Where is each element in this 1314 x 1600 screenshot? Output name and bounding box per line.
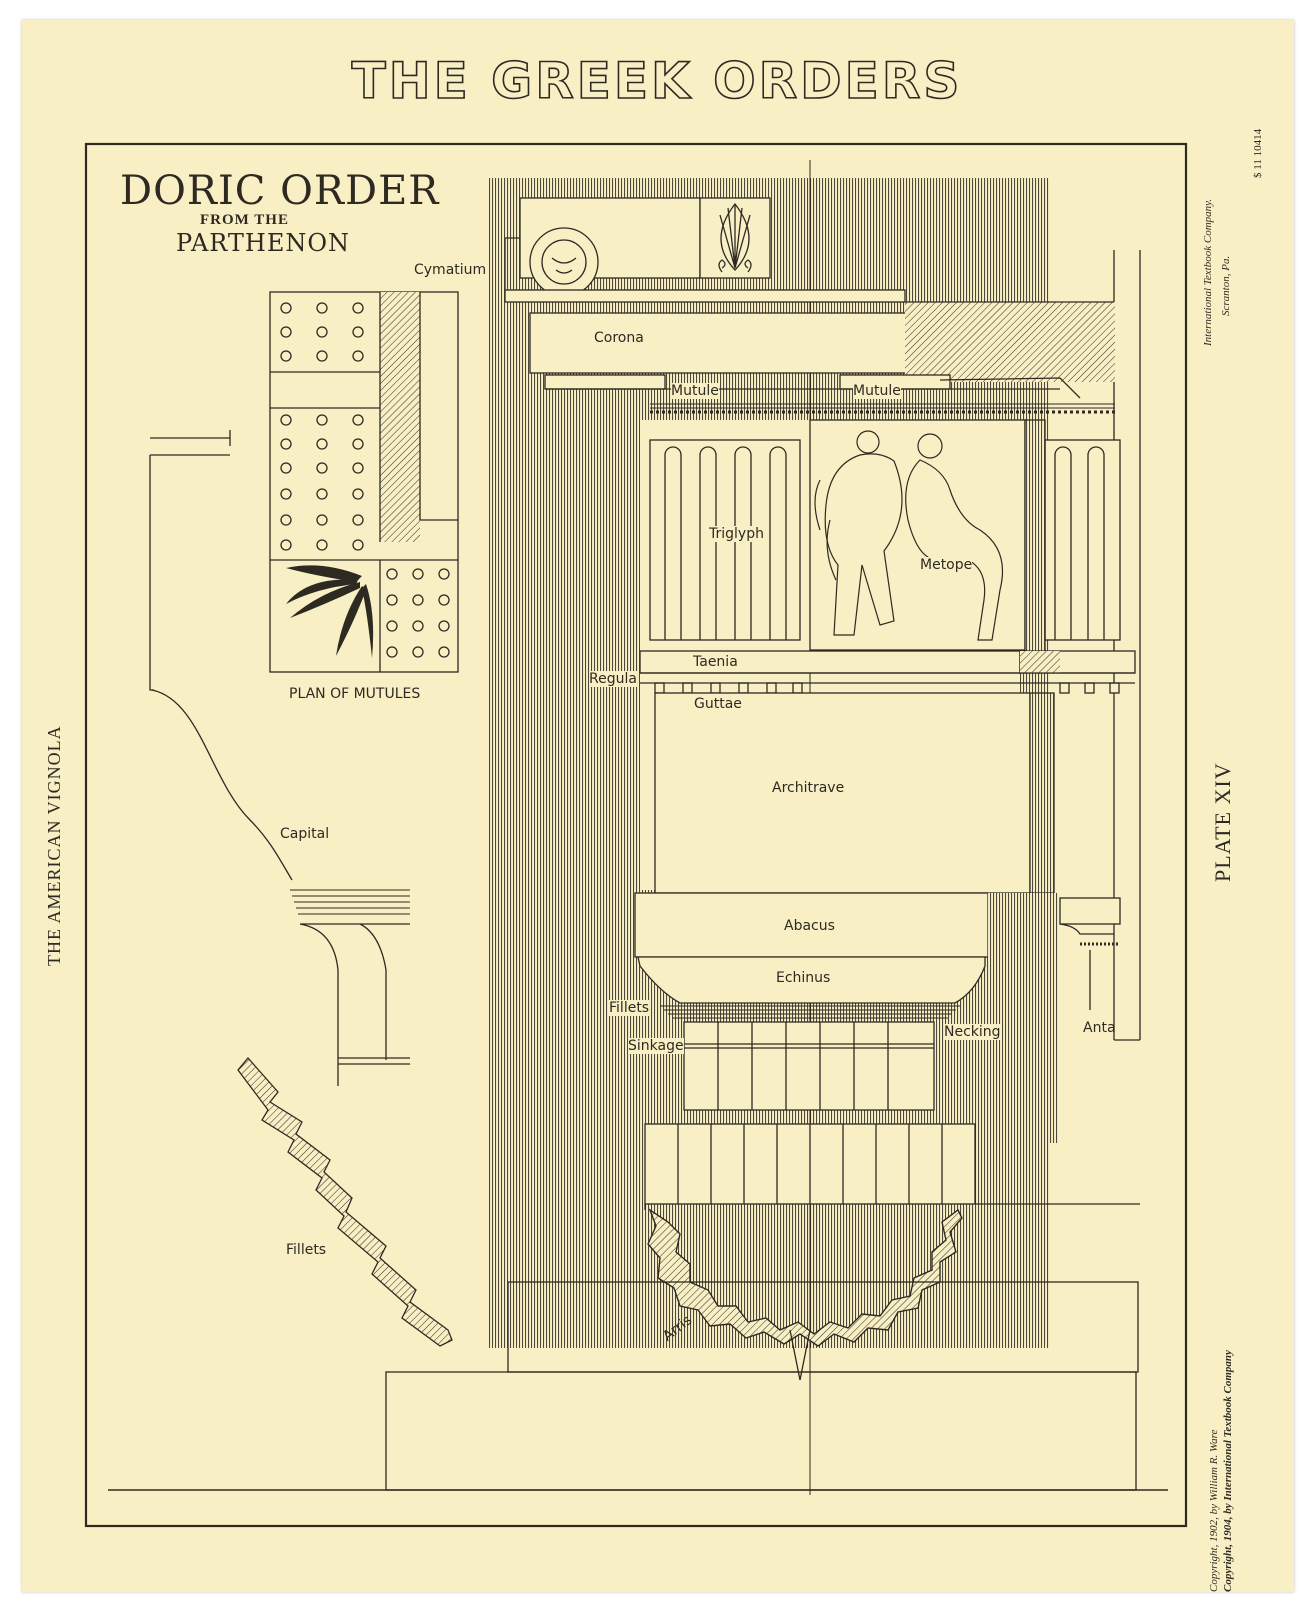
stylobate-lower <box>385 1371 1137 1491</box>
label-fillets-profile: Fillets <box>286 1242 327 1258</box>
inner-frame <box>84 142 1188 1528</box>
label-guttae: Guttae <box>694 696 742 712</box>
label-fillets-capital: Fillets <box>609 1000 650 1016</box>
catalog-code: $ 11 10414 <box>1252 128 1264 178</box>
mutule-guttae-dots <box>280 302 450 658</box>
anta-capital <box>1059 897 1121 925</box>
label-cymatium: Cymatium <box>414 262 487 278</box>
label-corona: Corona <box>594 330 644 346</box>
label-plan-of-mutules: PLAN OF MUTULES <box>289 686 421 702</box>
label-metope: Metope <box>920 557 973 573</box>
label-echinus: Echinus <box>776 970 831 986</box>
column-plan-arris <box>647 1208 963 1347</box>
mutule-left <box>544 374 666 390</box>
label-anta: Anta <box>1083 1020 1116 1036</box>
guttae-row-mutules <box>650 403 1115 409</box>
order-subheading: FROM THE <box>200 212 289 228</box>
order-source: PARTHENON <box>176 229 351 257</box>
corona-block <box>529 312 911 374</box>
metope-panel <box>809 419 1026 651</box>
label-mutule-1: Mutule <box>671 383 719 399</box>
label-regula: Regula <box>589 671 637 687</box>
label-necking: Necking <box>944 1024 1001 1040</box>
series-title: THE AMERICAN VIGNOLA <box>44 725 64 966</box>
plate-number: PLATE XIV <box>1210 762 1235 882</box>
capital-profile <box>149 430 410 1086</box>
echinus-profile <box>637 956 986 1004</box>
lion-head-ornament <box>529 227 599 297</box>
plan-of-mutules <box>269 291 459 673</box>
plate-title: THE GREEK ORDERS <box>351 51 963 111</box>
publisher-line-1: International Textbook Company. <box>1202 198 1214 346</box>
necking <box>683 1021 935 1111</box>
capital-fillets <box>660 1005 960 1019</box>
copyright-line-1: Copyright, 1902, by William R. Ware <box>1208 1429 1220 1592</box>
metope-sculpture <box>814 430 1004 641</box>
label-triglyph: Triglyph <box>709 526 764 542</box>
label-abacus: Abacus <box>784 918 835 934</box>
triglyph-right <box>1044 439 1121 641</box>
label-sinkage: Sinkage <box>628 1038 684 1054</box>
copyright-line-2: Copyright, 1904, by International Textbo… <box>1222 1350 1234 1592</box>
publisher-line-2: Scranton, Pa. <box>1220 255 1232 316</box>
label-capital: Capital <box>280 826 330 842</box>
fillets-profile <box>237 1057 453 1347</box>
label-mutule-2: Mutule <box>853 383 901 399</box>
label-architrave: Architrave <box>772 780 845 796</box>
anthemion-ornament <box>718 202 752 273</box>
guttae-blocks <box>654 682 1120 694</box>
order-heading: DORIC ORDER <box>120 168 440 214</box>
label-taenia: Taenia <box>693 654 738 670</box>
corner-acanthus-ornament <box>286 565 374 658</box>
